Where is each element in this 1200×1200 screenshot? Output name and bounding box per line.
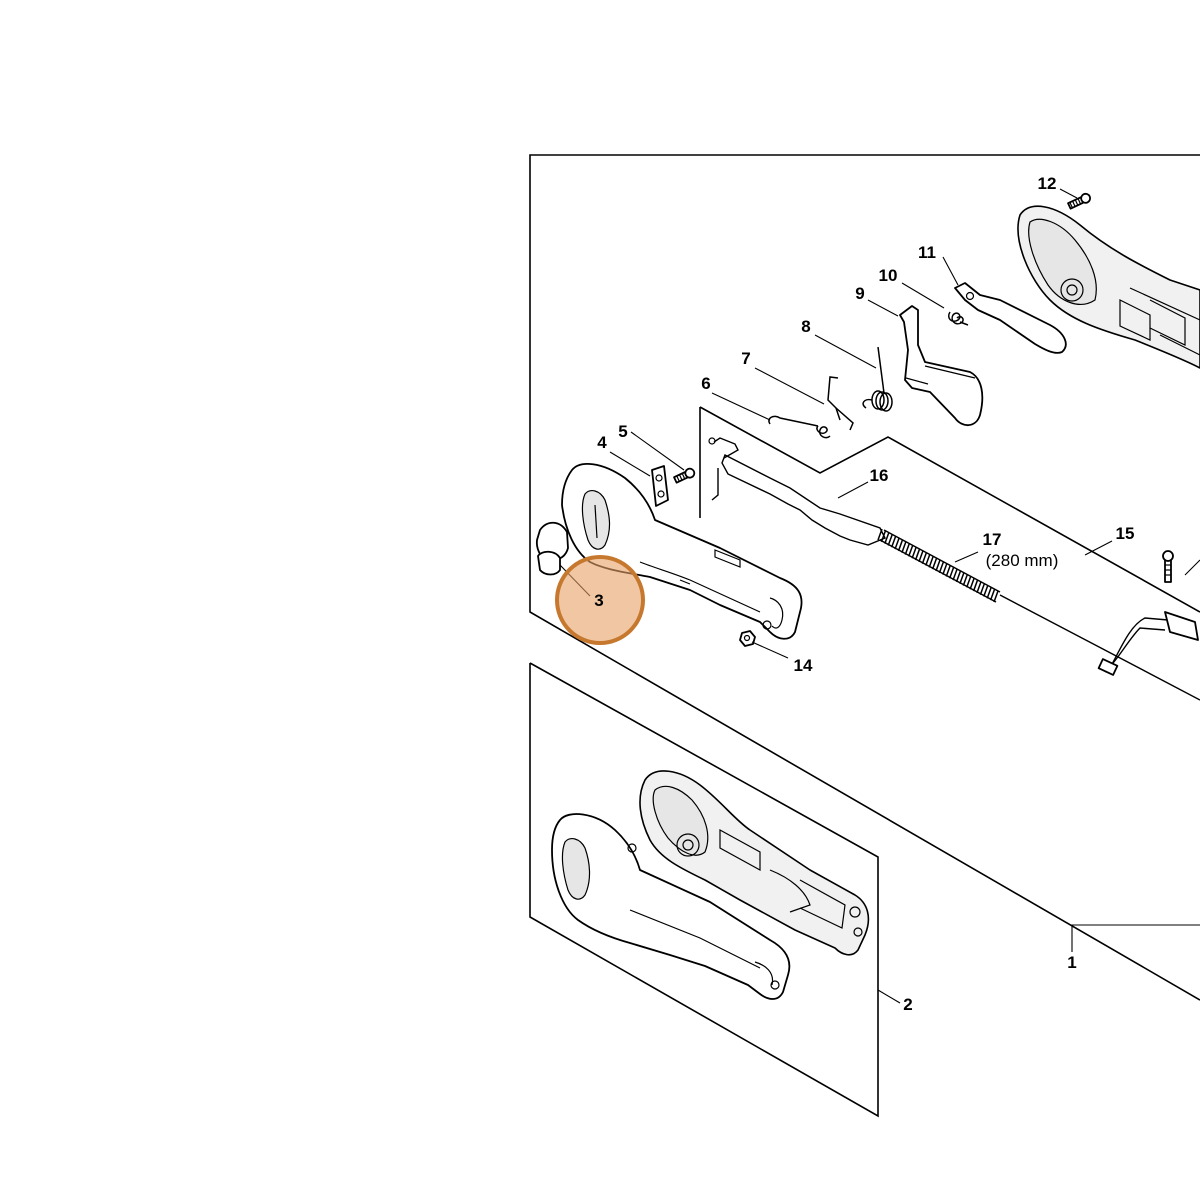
callout-12: 12	[1038, 174, 1057, 193]
callout-6: 6	[701, 374, 710, 393]
spring-coil	[938, 561, 945, 574]
spring-coil	[955, 570, 962, 583]
handle-housing-right-half	[1017, 205, 1200, 369]
spring-coil	[979, 583, 986, 595]
spring-coil	[887, 534, 893, 546]
throttle-rod-part-16	[708, 437, 886, 546]
spring-coil	[894, 537, 900, 550]
spring-coil	[959, 572, 965, 585]
callout-14: 14	[794, 656, 813, 675]
spring-coil	[948, 567, 955, 579]
callout-16: 16	[870, 466, 889, 485]
screw-part-12	[1067, 192, 1092, 210]
spring-coil	[976, 581, 982, 594]
spring-coil	[908, 545, 914, 557]
spring-coil	[935, 559, 941, 572]
spring-coil	[928, 556, 934, 568]
screw-part-5	[673, 467, 696, 484]
spring-coil	[897, 539, 904, 552]
spring-coil	[969, 577, 975, 590]
spring-sleeve-part-17	[877, 528, 1200, 701]
spring-coil	[942, 563, 948, 575]
lockout-lever-part-9	[899, 305, 984, 427]
callout-8: 8	[801, 317, 810, 336]
handle-housing-right-half-lower	[639, 770, 870, 956]
spring-coil	[925, 554, 931, 566]
upper-assembly-frame	[529, 154, 1200, 1001]
throttle-trigger-part-11	[954, 282, 1067, 354]
spring-coil	[901, 541, 907, 554]
spring-coil	[993, 590, 999, 603]
callout-3: 3	[594, 591, 603, 610]
spring-coil	[880, 530, 887, 543]
spring-coil	[904, 543, 910, 555]
nut-part-14	[739, 630, 756, 647]
lower-assembly-frame	[529, 662, 879, 1118]
callout-2: 2	[903, 995, 912, 1014]
spring-coil	[884, 532, 890, 544]
wire-link-part-7	[827, 376, 854, 431]
spring-coil	[989, 588, 996, 601]
callout-7: 7	[741, 349, 750, 368]
spring-coil	[962, 574, 968, 586]
spring-coil	[983, 585, 989, 597]
spring-coil	[918, 550, 924, 563]
shaft-clip-part-4	[651, 465, 669, 507]
spring-coil	[952, 568, 958, 581]
inner-cable-frame	[699, 406, 1200, 613]
spring-coil	[966, 576, 972, 588]
highlight-circle	[555, 555, 645, 645]
callout-11: 11	[918, 243, 936, 262]
callout-9: 9	[855, 284, 864, 303]
switch-harness-part-15	[1097, 550, 1200, 676]
callout-15: 15	[1116, 524, 1135, 543]
spring-coil	[931, 557, 938, 570]
spring-coil	[914, 548, 921, 561]
callout-1-bracket	[1071, 924, 1200, 952]
spring-part-10	[947, 311, 969, 326]
stop-switch-part-3	[535, 521, 569, 576]
callout-17-length-note: (280 mm)	[986, 551, 1059, 570]
callout-labels: 1 2 3 4 5 6 7 8 9 10 11 12 14 15 16 17 (…	[594, 174, 1134, 1014]
spring-coil	[972, 579, 979, 592]
spring-coil	[890, 536, 897, 548]
leader-lines	[559, 188, 1113, 1004]
callout-10: 10	[879, 266, 898, 285]
callout-4: 4	[597, 433, 607, 452]
callout-5: 5	[618, 422, 627, 441]
spring-clip-part-6	[768, 415, 831, 439]
torsion-spring-part-8	[862, 346, 893, 412]
callout-17: 17	[983, 530, 1002, 549]
callout-1: 1	[1067, 953, 1076, 972]
spring-coil	[986, 587, 992, 599]
spring-coil	[945, 565, 951, 577]
handle-housing-left-half	[561, 463, 803, 640]
handle-housing-left-half-lower	[551, 813, 791, 1000]
spring-coil	[921, 552, 928, 564]
spring-coil	[911, 546, 917, 559]
spring-coil	[877, 528, 883, 541]
